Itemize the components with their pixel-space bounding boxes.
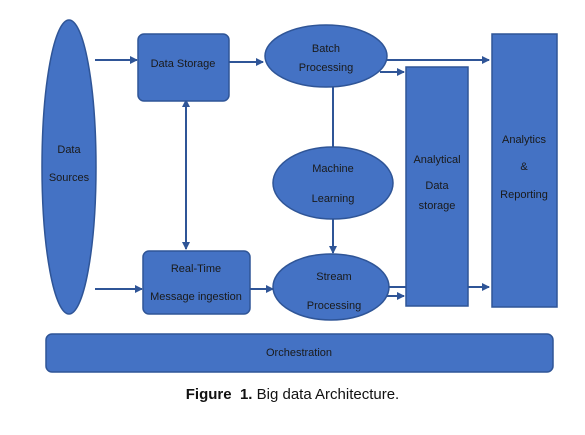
analytical-storage-label-line2: Data — [425, 180, 449, 192]
realtime-ingestion-label-line2: Message ingestion — [150, 291, 242, 303]
node-data-sources: Data Sources — [41, 19, 97, 315]
stream-processing-shape — [272, 253, 390, 321]
realtime-ingestion-label-line1: Real-Time — [171, 263, 221, 275]
node-realtime-ingestion: Real-Time Message ingestion — [142, 250, 251, 315]
analytics-reporting-label-line3: Reporting — [500, 189, 548, 201]
caption-figure-word: Figure — [185, 386, 232, 403]
figure-caption: Figure 1. Big data Architecture. — [0, 386, 585, 403]
analytical-storage-shape — [405, 66, 469, 307]
stream-processing-label-line1: Stream — [316, 271, 351, 283]
orchestration-label: Orchestration — [266, 347, 332, 359]
orchestration-shape — [45, 333, 554, 373]
machine-learning-shape — [272, 146, 394, 220]
architecture-diagram: Data Sources Data Storage Batch Processi… — [41, 19, 558, 373]
node-orchestration: Orchestration — [45, 333, 554, 373]
caption-figure-number: 1. — [239, 386, 253, 403]
node-stream-processing: Stream Processing — [272, 253, 390, 321]
node-analytics-reporting: Analytics & Reporting — [491, 33, 558, 308]
batch-processing-label-line1: Batch — [312, 43, 340, 55]
node-analytical-storage: Analytical Data storage — [405, 66, 469, 307]
data-storage-label: Data Storage — [151, 58, 216, 70]
node-machine-learning: Machine Learning — [272, 146, 394, 220]
batch-processing-shape — [264, 24, 388, 88]
analytics-reporting-label-line1: Analytics — [502, 134, 547, 146]
data-sources-label-line2: Sources — [49, 172, 90, 184]
realtime-ingestion-shape — [142, 250, 251, 315]
analytical-storage-label-line3: storage — [419, 200, 456, 212]
analytics-reporting-shape — [491, 33, 558, 308]
node-batch-processing: Batch Processing — [264, 24, 388, 88]
node-data-storage: Data Storage — [137, 33, 230, 102]
caption-text: Big data Architecture. — [256, 386, 400, 403]
data-sources-label-line1: Data — [57, 144, 81, 156]
analytical-storage-label-line1: Analytical — [413, 154, 460, 166]
batch-processing-label-line2: Processing — [299, 62, 353, 74]
machine-learning-label-line1: Machine — [312, 163, 354, 175]
machine-learning-label-line2: Learning — [312, 193, 355, 205]
analytics-reporting-label-line2: & — [520, 161, 528, 173]
data-sources-shape — [41, 19, 97, 315]
stream-processing-label-line2: Processing — [307, 300, 361, 312]
data-storage-shape — [137, 33, 230, 102]
